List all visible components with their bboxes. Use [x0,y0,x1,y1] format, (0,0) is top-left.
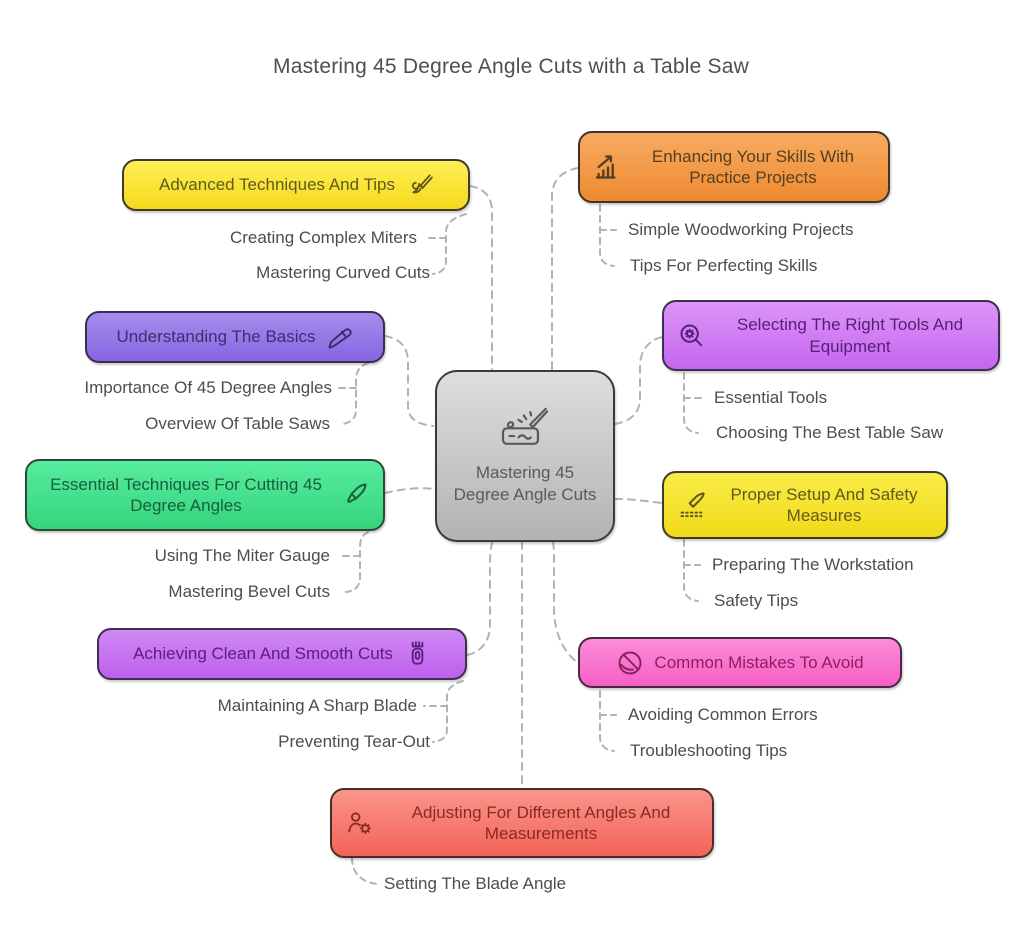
node-enhancing-skills[interactable]: Enhancing Your Skills With Practice Proj… [578,131,890,203]
leaf-overview-of-table-saws[interactable]: Overview Of Table Saws [145,414,330,433]
node-essential-techniques[interactable]: Essential Techniques For Cutting 45 Degr… [25,459,385,531]
node-central-topic[interactable]: Mastering 45 Degree Angle Cuts [435,370,615,542]
node-label: Essential Techniques For Cutting 45 Degr… [50,474,322,515]
leaf-importance-of-45-degree-angles[interactable]: Importance Of 45 Degree Angles [84,378,332,397]
chisel-icon [326,323,354,351]
page-title: Mastering 45 Degree Angle Cuts with a Ta… [273,55,749,78]
leaf-safety-tips[interactable]: Safety Tips [714,591,799,610]
node-label: Enhancing Your Skills With Practice Proj… [651,146,855,187]
cutting-line-icon [678,491,706,519]
growth-chart-icon [594,153,622,181]
prohibited-icon [616,649,644,677]
node-label: Achieving Clean And Smooth Cuts [133,644,393,664]
node-understanding-basics[interactable]: Understanding The Basics [85,311,385,363]
node-label: Proper Setup And Safety Measures [730,484,918,525]
leaf-mastering-curved-cuts[interactable]: Mastering Curved Cuts [256,263,430,282]
node-advanced-techniques[interactable]: Advanced Techniques And Tips [122,159,470,211]
node-label: Advanced Techniques And Tips [159,175,395,195]
leaf-essential-tools[interactable]: Essential Tools [714,388,828,407]
leaf-setting-the-blade-angle[interactable]: Setting The Blade Angle [384,874,567,893]
leaf-using-the-miter-gauge[interactable]: Using The Miter Gauge [154,546,330,565]
leaf-avoiding-common-errors[interactable]: Avoiding Common Errors [628,705,818,724]
gear-magnifier-icon [678,322,706,350]
leaf-troubleshooting-tips[interactable]: Troubleshooting Tips [630,741,788,760]
leaf-choosing-the-best-table-saw[interactable]: Choosing The Best Table Saw [716,423,944,442]
node-proper-setup[interactable]: Proper Setup And Safety Measures [662,471,948,539]
node-common-mistakes[interactable]: Common Mistakes To Avoid [578,637,902,688]
paintbrush-icon [405,171,433,199]
leaf-maintaining-a-sharp-blade[interactable]: Maintaining A Sharp Blade [217,696,417,715]
node-label: Selecting The Right Tools And Equipment [736,315,964,356]
node-label: Mastering 45 Degree Angle Cuts [453,462,597,505]
node-achieving-clean-cuts[interactable]: Achieving Clean And Smooth Cuts [97,628,467,680]
scalpel-icon [341,481,369,509]
leaf-preventing-tear-out[interactable]: Preventing Tear-Out [278,732,430,751]
person-gear-icon [346,809,374,837]
leaf-mastering-bevel-cuts[interactable]: Mastering Bevel Cuts [168,582,330,601]
engraving-tool-icon [499,405,551,456]
leaf-simple-woodworking-projects[interactable]: Simple Woodworking Projects [628,220,854,239]
trimmer-icon [403,640,431,668]
leaf-tips-for-perfecting-skills[interactable]: Tips For Perfecting Skills [630,256,818,275]
leaf-creating-complex-miters[interactable]: Creating Complex Miters [229,228,417,247]
node-label: Adjusting For Different Angles And Measu… [411,802,671,843]
node-label: Understanding The Basics [116,327,316,347]
node-adjusting-angles[interactable]: Adjusting For Different Angles And Measu… [330,788,714,858]
node-selecting-tools[interactable]: Selecting The Right Tools And Equipment [662,300,1000,371]
leaf-preparing-the-workstation[interactable]: Preparing The Workstation [712,555,914,574]
node-label: Common Mistakes To Avoid [654,652,864,672]
